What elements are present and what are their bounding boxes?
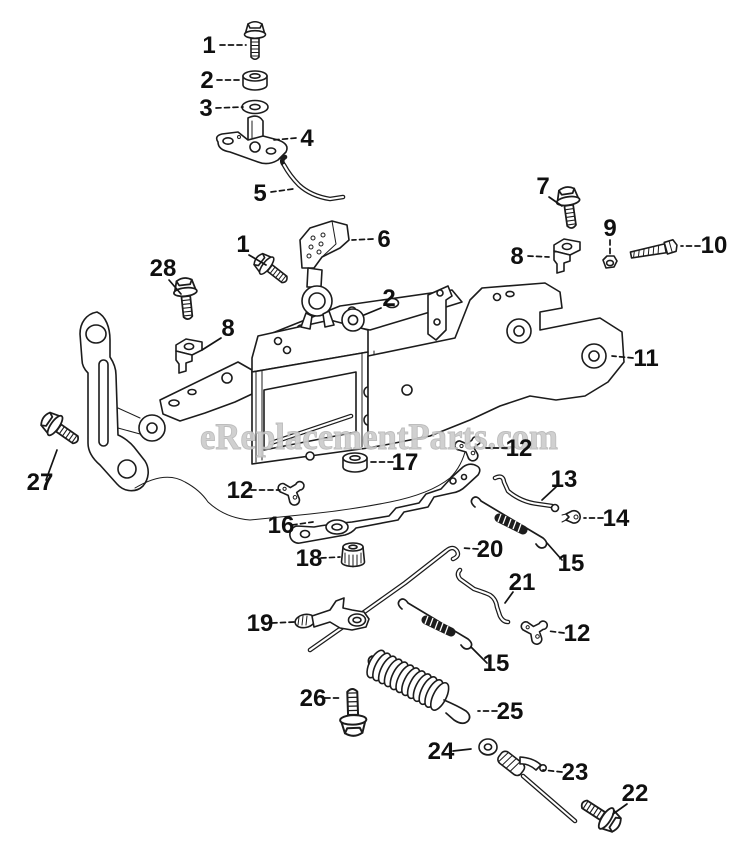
governor-rod-icon: [492, 474, 560, 513]
callout-12c: 12: [564, 620, 591, 647]
governor-arm-icon: [294, 597, 370, 631]
nut-icon: [602, 255, 618, 269]
callout-11: 11: [633, 345, 658, 372]
spacer-icon: [242, 70, 268, 91]
bolt-icon: [553, 184, 585, 231]
cable-clip-icon: [275, 477, 306, 507]
callout-17: 17: [392, 449, 419, 476]
cable-clamp-icon: [175, 338, 203, 374]
callout-1: 1: [202, 32, 215, 59]
grommet-icon: [341, 308, 365, 332]
choke-lever-icon: [215, 115, 288, 165]
callout-15b: 15: [483, 650, 510, 677]
screw-icon: [629, 238, 678, 259]
bolt-icon: [36, 407, 85, 452]
callout-14: 14: [603, 505, 630, 532]
callout-labels: 1 2 3 4 5 1 6 28 2 8 7 9 10 8 11 27 17 1…: [27, 32, 728, 807]
spring-icon: [470, 496, 548, 549]
callout-7: 7: [536, 173, 549, 200]
spring-icon: [397, 598, 473, 650]
callout-27: 27: [27, 469, 54, 496]
bolt-icon: [171, 275, 201, 322]
callout-23: 23: [562, 759, 589, 786]
callout-6: 6: [377, 226, 390, 253]
callout-8b: 8: [510, 243, 523, 270]
callout-13: 13: [551, 466, 578, 493]
callout-25: 25: [497, 698, 524, 725]
callout-12a: 12: [506, 435, 533, 462]
choke-link-rod-icon: [455, 567, 511, 625]
bolt-icon: [249, 248, 294, 290]
cable-assembly-icon: [497, 750, 578, 824]
cable-clip-icon: [517, 615, 549, 647]
callout-5: 5: [253, 180, 266, 207]
extension-spring-icon: [366, 649, 471, 725]
callout-3: 3: [199, 95, 212, 122]
callout-2b: 2: [382, 285, 395, 312]
callout-20: 20: [477, 536, 504, 563]
washer-icon: [241, 99, 269, 115]
choke-link-rod-icon: [279, 154, 346, 202]
bushing-icon: [340, 542, 366, 568]
bolt-icon: [243, 20, 267, 61]
callout-9: 9: [603, 215, 616, 242]
throttle-link-rod-icon: [307, 545, 461, 653]
callout-15a: 15: [558, 550, 585, 577]
callout-16: 16: [268, 512, 295, 539]
throttle-lever-icon: [289, 463, 481, 544]
bolt-icon: [574, 791, 627, 838]
callout-28: 28: [150, 255, 177, 282]
callout-18: 18: [296, 545, 323, 572]
leader-lines: [45, 44, 701, 815]
retainer-pin-icon: [561, 509, 581, 524]
callout-26: 26: [300, 685, 327, 712]
callout-22: 22: [622, 780, 649, 807]
callout-12b: 12: [227, 477, 254, 504]
callout-19: 19: [247, 610, 274, 637]
bolt-icon: [338, 687, 368, 738]
callout-10: 10: [701, 232, 728, 259]
callout-8a: 8: [221, 315, 234, 342]
callout-2: 2: [200, 67, 213, 94]
watermark: eReplacementParts.com: [200, 417, 558, 458]
cable-clamp-icon: [553, 238, 581, 274]
grommet-icon: [478, 738, 498, 756]
governor-lever-icon: [299, 220, 350, 330]
callout-4: 4: [300, 125, 314, 152]
callout-21: 21: [509, 569, 536, 596]
callout-24: 24: [428, 738, 455, 765]
callout-1b: 1: [236, 231, 249, 258]
